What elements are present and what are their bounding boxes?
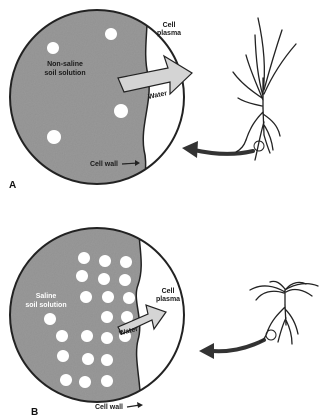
soil-label-b-2: soil solution: [25, 302, 66, 309]
cell-label-b-1: Cell: [162, 288, 175, 295]
panel-a: Non-saline soil solution Cell plasma Wat…: [0, 0, 296, 200]
cell-wall-pointer-head-b: [137, 402, 143, 408]
wilted-plant-b: [250, 281, 318, 344]
cell-label-a-2: plasma: [157, 30, 181, 37]
cell-wall-label-a: Cell wall: [90, 161, 118, 168]
cell-wall-label-b: Cell wall: [95, 404, 123, 411]
magnify-pointer-arrowhead-a: [182, 141, 198, 158]
healthy-plant-a: [233, 18, 296, 160]
magnify-pointer-arrowhead-b: [199, 343, 214, 359]
soil-label-a-2: soil solution: [44, 70, 85, 77]
water-molecule: [114, 104, 128, 118]
water-molecule: [47, 130, 61, 144]
magnify-pointer-arrow-b: [212, 340, 264, 351]
water-molecule: [47, 42, 59, 54]
magnify-pointer-arrow-a: [194, 150, 253, 154]
cell-label-b-2: plasma: [156, 296, 180, 303]
water-molecule: [105, 28, 117, 40]
soil-label-a-1: Non-saline: [47, 61, 83, 68]
panel-label-b: B: [31, 407, 38, 418]
soil-label-b-1: Saline: [36, 293, 57, 300]
panel-label-a: A: [9, 180, 16, 191]
cell-label-a-1: Cell: [163, 22, 176, 29]
panel-b: Saline soil solution Cell plasma Water C…: [0, 218, 318, 418]
